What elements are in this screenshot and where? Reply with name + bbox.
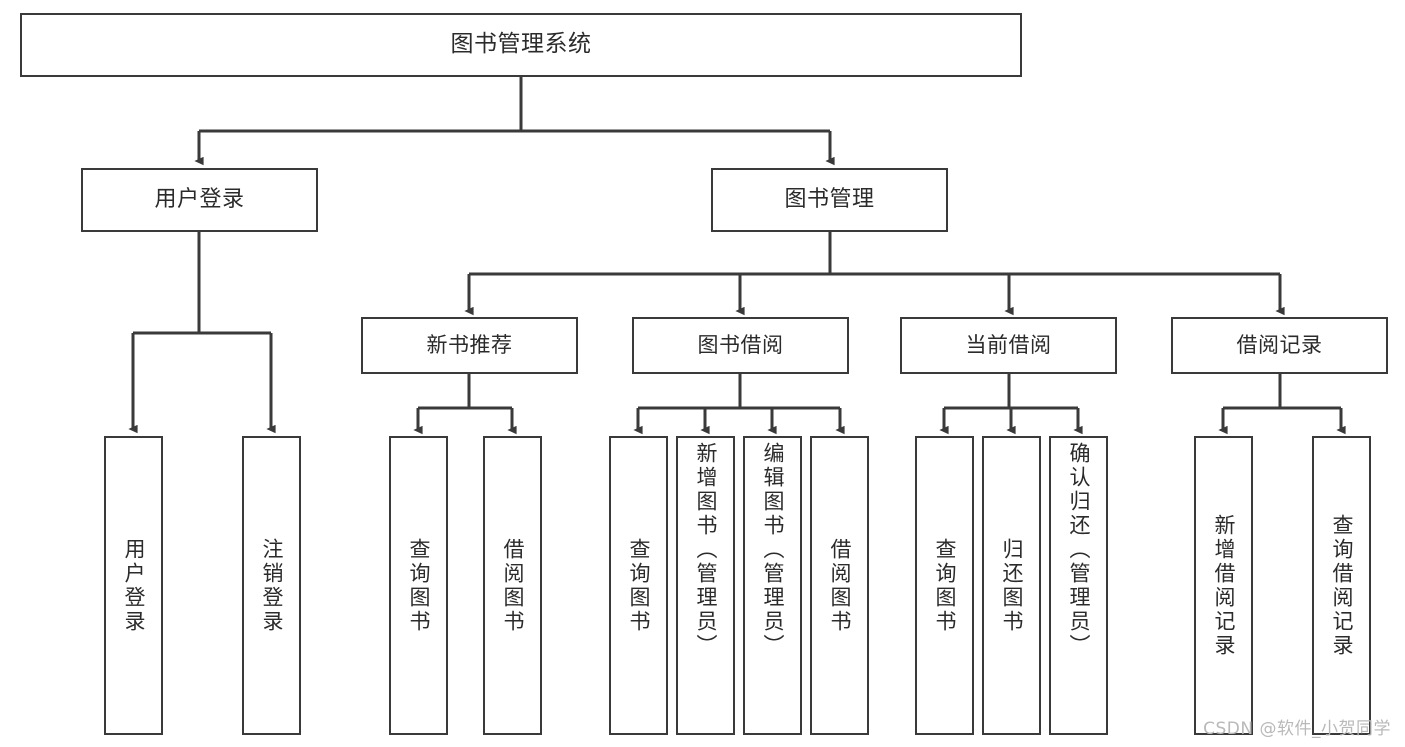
edge-group-current-borrow	[939, 374, 1083, 435]
edge-group-new-book	[413, 374, 517, 435]
leaf-book-borrow-borrow-book[interactable]: 借阅图书	[810, 436, 869, 735]
node-label: 借阅记录	[1236, 333, 1323, 358]
leaf-borrow-record-add-record[interactable]: 新增借阅记录	[1194, 436, 1253, 735]
node-user-login[interactable]: 用户登录	[81, 168, 318, 232]
node-label: 查询图书	[407, 537, 431, 634]
node-label: 图书管理	[784, 187, 875, 213]
edge-group-book-borrow	[633, 374, 845, 435]
leaf-new-book-borrow-book[interactable]: 借阅图书	[483, 436, 542, 735]
node-label: 图书管理系统	[450, 31, 592, 58]
leaf-book-borrow-add-book-admin[interactable]: 新增图书（管理员）	[676, 436, 735, 735]
leaf-new-book-query-book[interactable]: 查询图书	[389, 436, 448, 735]
leaf-user-login-logout[interactable]: 注销登录	[242, 436, 301, 735]
leaf-user-login-login[interactable]: 用户登录	[104, 436, 163, 735]
node-label: 用户登录	[122, 537, 146, 634]
node-label: 新增图书（管理员）	[694, 442, 718, 658]
node-borrow-record[interactable]: 借阅记录	[1171, 317, 1388, 374]
edge-group-borrow-record	[1218, 374, 1346, 435]
leaf-current-borrow-confirm-return-admin[interactable]: 确认归还（管理员）	[1049, 436, 1108, 735]
node-new-book-recommend[interactable]: 新书推荐	[361, 317, 578, 374]
edge-group-book-manage	[464, 232, 1285, 316]
node-label: 查询借阅记录	[1330, 513, 1354, 658]
leaf-current-borrow-return-book[interactable]: 归还图书	[982, 436, 1041, 735]
node-current-borrow[interactable]: 当前借阅	[900, 317, 1117, 374]
node-label: 编辑图书（管理员）	[761, 442, 785, 658]
node-label: 注销登录	[260, 537, 284, 634]
leaf-book-borrow-edit-book-admin[interactable]: 编辑图书（管理员）	[743, 436, 802, 735]
node-label: 新书推荐	[426, 333, 513, 358]
node-label: 当前借阅	[965, 333, 1052, 358]
node-label: 图书借阅	[697, 333, 784, 358]
node-label: 用户登录	[154, 187, 245, 213]
leaf-borrow-record-query-record[interactable]: 查询借阅记录	[1312, 436, 1371, 735]
node-label: 借阅图书	[828, 537, 852, 634]
leaf-book-borrow-query-book[interactable]: 查询图书	[609, 436, 668, 735]
edge-group-user-login	[128, 232, 276, 434]
node-book-borrow[interactable]: 图书借阅	[632, 317, 849, 374]
node-label: 新增借阅记录	[1212, 513, 1236, 658]
node-label: 借阅图书	[501, 537, 525, 634]
node-label: 查询图书	[627, 537, 651, 634]
node-book-management[interactable]: 图书管理	[711, 168, 948, 232]
leaf-current-borrow-query-book[interactable]: 查询图书	[915, 436, 974, 735]
node-root-book-management-system[interactable]: 图书管理系统	[20, 13, 1022, 77]
node-label: 归还图书	[1000, 537, 1024, 634]
node-label: 确认归还（管理员）	[1067, 442, 1091, 658]
node-label: 查询图书	[933, 537, 957, 634]
edge-group-root	[194, 77, 835, 166]
